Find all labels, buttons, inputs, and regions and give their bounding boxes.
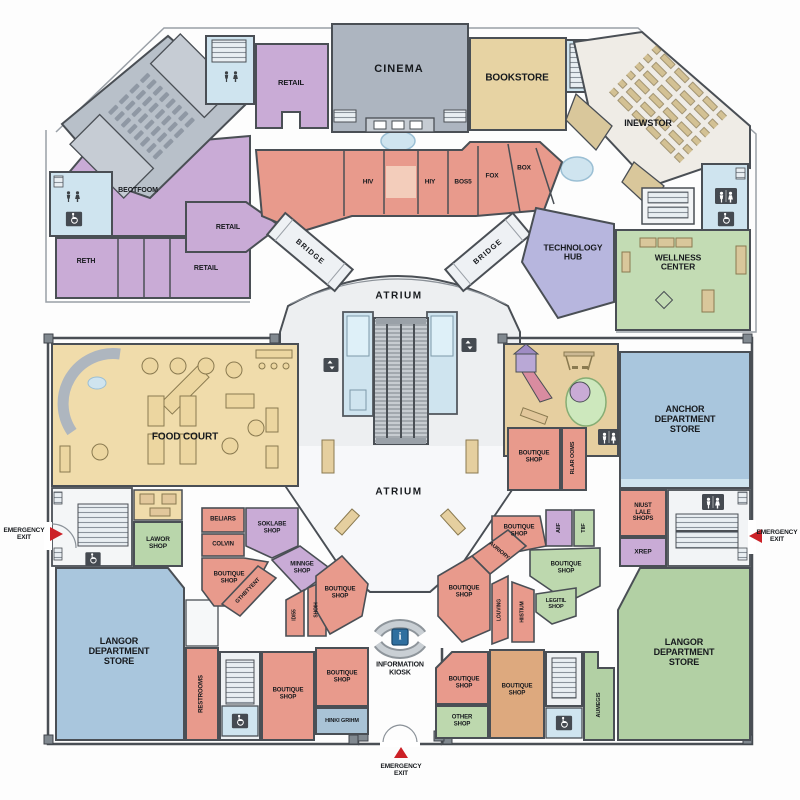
inewstor-entry-wedge	[565, 92, 613, 152]
shelf-hatch	[737, 547, 748, 561]
xrep-room	[619, 537, 667, 567]
stairs-run	[551, 657, 577, 699]
retail-band-dividers	[117, 238, 171, 298]
boutique-b2-room	[315, 647, 369, 707]
bridge-left	[265, 211, 355, 293]
lawor-shop-room	[133, 521, 183, 567]
shop-strip-corridor	[386, 166, 416, 198]
exit-arrow-bottom-icon	[394, 747, 408, 758]
wheelchair-icon	[84, 551, 102, 567]
door-arcs	[382, 724, 418, 743]
outer-wall-outline	[45, 27, 757, 333]
accessible-lobby	[545, 707, 583, 739]
kitchen-equipment	[139, 493, 177, 517]
right-boutique-cluster	[437, 509, 601, 646]
niust-room	[619, 489, 667, 537]
escalator-rails	[386, 318, 415, 444]
hinki-grihm-room	[315, 707, 369, 735]
shelf-hatch	[735, 167, 746, 180]
information-kiosk	[373, 619, 427, 659]
wheelchair-icon	[555, 715, 573, 731]
elevator-icon	[461, 338, 477, 352]
bookstore-room	[469, 37, 567, 131]
shelf-hatch	[53, 175, 64, 188]
retail-top-room	[255, 43, 329, 129]
wellness-furniture	[621, 237, 747, 313]
atrium-lower-floor	[281, 446, 519, 590]
shelf-hatch	[53, 547, 63, 561]
cinema-doors	[373, 120, 423, 130]
retail-mid-room	[185, 201, 282, 253]
info-icon	[391, 628, 409, 646]
stairs-run	[225, 659, 255, 705]
restroom-sign-icon	[598, 429, 620, 445]
left-boutique-cluster	[201, 507, 369, 637]
corridor-restrooms	[185, 599, 219, 647]
stairs-run	[647, 206, 689, 219]
exit-gap-bottom	[380, 740, 420, 747]
shop-strip-dividers	[343, 143, 555, 216]
atrium-benches	[321, 439, 479, 536]
playground-equipment	[512, 343, 607, 427]
other-shop-room	[435, 705, 489, 739]
boutique-play-room	[507, 427, 561, 491]
cinema-hatch-right	[443, 109, 467, 123]
rlar-ooms-room	[561, 427, 587, 491]
wheelchair-icon	[717, 211, 735, 227]
bridge-right	[443, 211, 533, 293]
elevator-icon	[323, 358, 339, 372]
escalator-landing-top	[376, 318, 426, 324]
boutique-b1-room	[261, 651, 315, 741]
food-court-furniture	[57, 348, 293, 473]
restroom-sign-icon	[715, 188, 737, 204]
stairs-run	[647, 191, 689, 204]
stairs-top-left	[211, 39, 247, 63]
langor-right-room	[617, 567, 751, 741]
elevator-door	[349, 389, 367, 411]
boutique-b3-room	[435, 651, 489, 705]
boutique-b4-room	[489, 649, 545, 739]
atrium-colonnade-arc	[289, 278, 507, 305]
exit-gap-left	[44, 522, 52, 550]
technology-hub-room	[520, 206, 615, 320]
exit-arrow-left-icon	[50, 527, 63, 541]
bookstore-shelving	[605, 41, 731, 167]
restrooms-left-room	[185, 647, 219, 741]
door-arc	[51, 523, 77, 549]
wheelchair-icon	[65, 211, 83, 227]
shelf-hatch	[53, 491, 63, 505]
stairs-bottom-left-corridor	[77, 503, 129, 547]
escalator-landing-bottom	[376, 438, 426, 444]
langor-left-room	[55, 567, 185, 741]
anchor-store-band	[621, 479, 749, 487]
anchor-store-room	[619, 351, 751, 489]
elevator-cab	[346, 315, 370, 357]
elevator-cab	[430, 315, 454, 357]
cinema-hatch-left	[333, 109, 357, 123]
exit-arrow-right-icon	[749, 529, 762, 543]
restroom-sign-icon	[702, 494, 724, 510]
aumegis-room	[583, 651, 615, 741]
wheelchair-icon	[231, 713, 249, 729]
shelf-hatch	[737, 491, 748, 505]
